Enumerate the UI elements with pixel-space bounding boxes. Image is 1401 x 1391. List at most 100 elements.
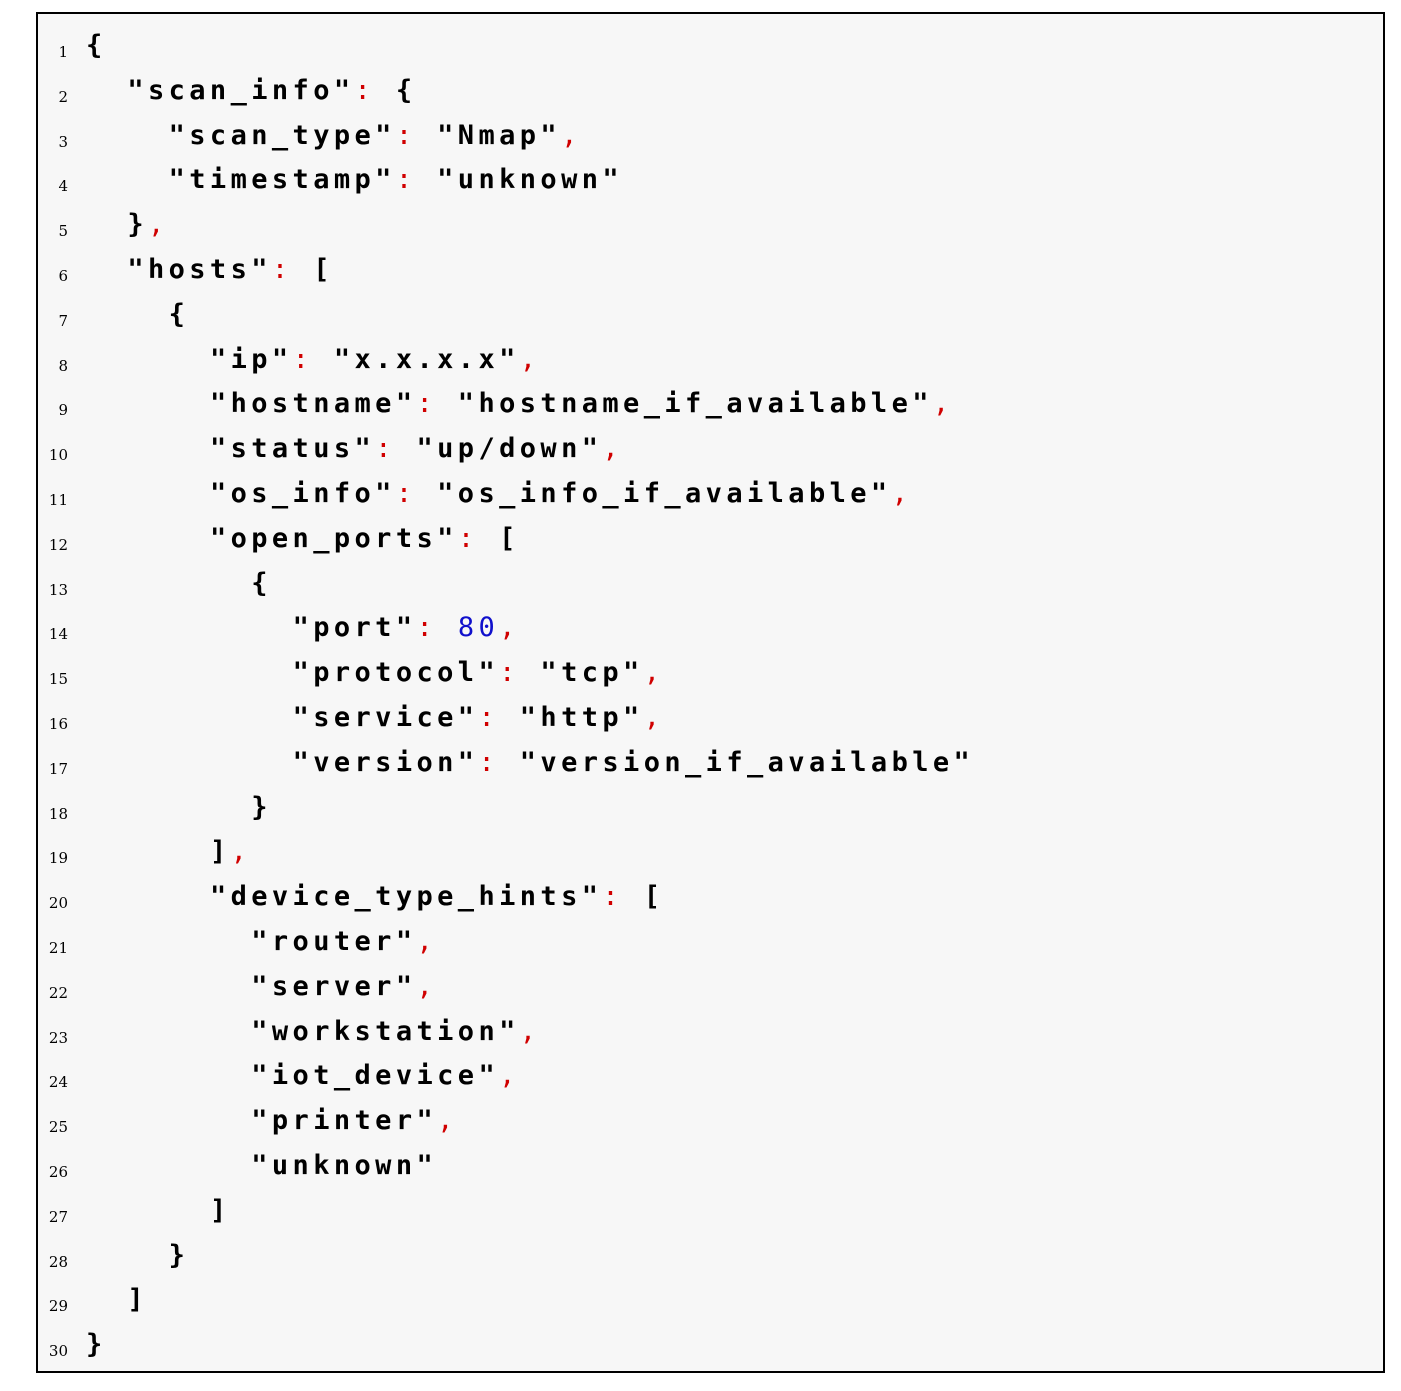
code-line: 22 "server",: [38, 965, 1383, 1009]
code-token: "unknown": [251, 1150, 438, 1181]
code-line: 3 "scan_type": "Nmap",: [38, 114, 1383, 158]
code-token: "open_ports": [209, 522, 458, 554]
code-text: "router",: [86, 920, 437, 964]
code-line: 18 }: [38, 786, 1383, 830]
code-token: }: [127, 209, 148, 241]
code-indent: [86, 568, 251, 599]
code-punctuation: :: [499, 657, 520, 689]
code-indent: [86, 926, 251, 957]
code-punctuation: :: [602, 881, 624, 913]
code-token: "hostname_if_available": [437, 388, 933, 420]
line-number: 21: [48, 939, 68, 957]
line-number: 16: [48, 715, 68, 733]
code-token: "unknown": [416, 164, 624, 196]
code-token: "printer": [251, 1105, 438, 1137]
code-number: 80: [457, 612, 500, 644]
code-punctuation: ,: [416, 926, 438, 957]
code-indent: [86, 299, 169, 330]
line-number: 18: [48, 804, 68, 823]
line-number: 20: [48, 894, 68, 913]
code-token: "hosts": [127, 254, 272, 285]
code-text: ]: [86, 1189, 231, 1233]
code-line: 26 "unknown": [38, 1144, 1383, 1188]
code-token: }: [86, 1329, 107, 1361]
code-indent: [86, 747, 293, 778]
code-line: 10 "status": "up/down",: [38, 427, 1383, 471]
code-line: 12 "open_ports": [: [38, 517, 1383, 561]
code-token: "scan_info": [127, 74, 355, 106]
code-line: 27 ]: [38, 1189, 1383, 1233]
code-token: [: [292, 254, 334, 285]
code-line: 29 ]: [38, 1278, 1383, 1322]
code-token: "hostname": [209, 388, 417, 420]
code-line: 6 "hosts": [: [38, 248, 1383, 292]
code-token: "workstation": [251, 1015, 520, 1047]
code-indent: [86, 702, 293, 733]
code-indent: [86, 478, 210, 509]
code-punctuation: ,: [147, 209, 169, 241]
code-line: 24 "iot_device",: [38, 1054, 1383, 1098]
code-line: 20 "device_type_hints": [: [38, 875, 1383, 919]
code-line: 17 "version": "version_if_available": [38, 741, 1383, 785]
line-number: 26: [48, 1163, 68, 1181]
code-punctuation: :: [478, 702, 500, 733]
code-text: ],: [86, 830, 251, 874]
code-text: "hostname": "hostname_if_available",: [86, 382, 954, 426]
code-punctuation: ,: [891, 478, 913, 509]
code-token: {: [168, 298, 190, 330]
code-line: 21 "router",: [38, 920, 1383, 964]
code-punctuation: :: [271, 254, 293, 285]
code-indent: [86, 657, 293, 688]
code-indent: [86, 836, 210, 867]
code-token: "up/down": [395, 433, 603, 465]
code-line: 19 ],: [38, 830, 1383, 874]
code-token: "scan_type": [168, 119, 396, 151]
code-text: "open_ports": [: [86, 517, 520, 561]
code-token: "os_info_if_available": [416, 478, 892, 509]
code-text: "version": "version_if_available": [86, 741, 974, 785]
code-punctuation: ,: [519, 343, 541, 375]
code-line: 11 "os_info": "os_info_if_available",: [38, 472, 1383, 516]
code-token: [: [478, 522, 520, 554]
code-token: "server": [251, 970, 417, 1002]
code-punctuation: :: [395, 119, 417, 151]
code-line: 28 }: [38, 1234, 1383, 1278]
code-token: [: [623, 881, 665, 913]
code-punctuation: :: [478, 746, 500, 778]
code-text: "protocol": "tcp",: [86, 651, 664, 695]
code-indent: [86, 120, 169, 151]
code-text: "iot_device",: [86, 1054, 520, 1098]
code-line: 15 "protocol": "tcp",: [38, 651, 1383, 695]
code-text: }: [86, 1323, 107, 1367]
code-text: {: [86, 293, 189, 337]
code-text: "scan_info": {: [86, 69, 417, 113]
code-punctuation: :: [375, 433, 396, 465]
code-punctuation: :: [292, 343, 314, 375]
line-number: 5: [58, 222, 68, 241]
code-text: "status": "up/down",: [86, 427, 623, 471]
code-token: "router": [251, 926, 417, 957]
code-token: "version_if_available": [499, 746, 975, 778]
code-token: "device_type_hints": [209, 881, 603, 913]
code-token: "protocol": [292, 657, 500, 689]
code-token: "timestamp": [168, 164, 396, 196]
code-text: },: [86, 203, 169, 247]
code-punctuation: :: [395, 478, 417, 509]
code-punctuation: ,: [643, 702, 665, 733]
code-punctuation: ,: [230, 836, 252, 868]
code-token: [437, 612, 458, 643]
line-number: 7: [58, 311, 68, 330]
code-token: "Nmap": [416, 119, 562, 151]
code-indent: [86, 612, 293, 643]
code-indent: [86, 1150, 251, 1181]
code-line: 7 {: [38, 293, 1383, 337]
code-line: 2 "scan_info": {: [38, 69, 1383, 113]
line-number: 8: [58, 356, 68, 375]
line-number: 10: [48, 446, 68, 465]
code-line: 23 "workstation",: [38, 1010, 1383, 1054]
code-token: "version": [292, 746, 479, 778]
code-token: {: [86, 30, 107, 61]
line-number: 11: [48, 491, 68, 509]
line-number: 30: [48, 1342, 68, 1361]
line-number: 1: [58, 43, 68, 61]
